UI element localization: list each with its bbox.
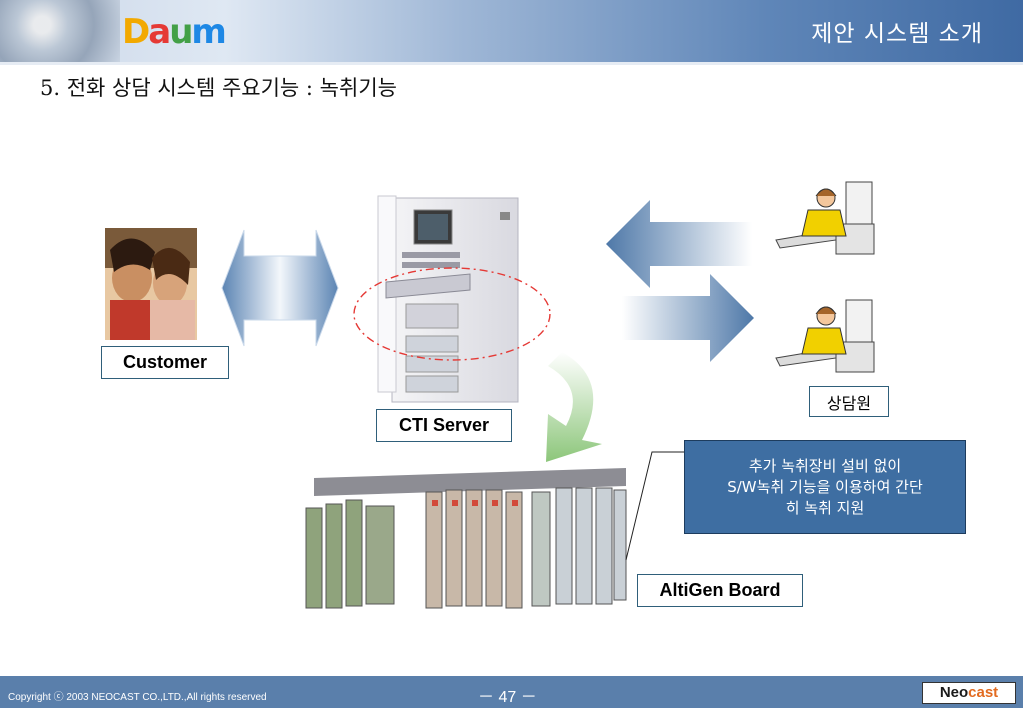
agent-illustration-2 [775,299,875,373]
header-title: 제안 시스템 소개 [811,21,983,47]
header-photo [0,0,120,62]
agent-illustration-1 [775,181,875,255]
customer-server-arrow [221,229,339,347]
agent-to-server-arrow [606,200,752,288]
server-to-board-arrow [546,352,602,462]
customer-label: Customer [101,346,229,379]
page-subtitle: 5. 전화 상담 시스템 주요기능 : 녹취기능 [40,76,397,100]
server-to-agent-arrow [622,274,754,362]
footer-copyright: Copyright ⓒ 2003 NEOCAST CO.,LTD.,All ri… [8,692,267,703]
customer-photo [105,228,197,340]
neocast-logo: Neocast [922,682,1016,704]
callout-line-1: 추가 녹취장비 설비 없이 [748,456,902,475]
header-divider [0,62,1023,65]
recording-highlight-ellipse [353,267,551,361]
cti-server-rack [377,195,519,403]
callout-line-3: 히 녹취 지원 [785,498,865,517]
callout-leader-line [625,451,684,561]
footer-bar: Copyright ⓒ 2003 NEOCAST CO.,LTD.,All ri… [0,676,1023,708]
cti-server-label: CTI Server [376,409,512,442]
callout-line-2: S/W녹취 기능을 이용하여 간단 [727,477,923,496]
page-number: － 47 － [478,689,537,706]
altigen-board-cards [305,468,627,609]
agent-label: 상담원 [809,386,889,417]
header-banner: Daum 제안 시스템 소개 [0,0,1023,62]
altigen-board-label: AltiGen Board [637,574,803,607]
daum-logo: Daum [122,12,227,52]
recording-callout: 추가 녹취장비 설비 없이 S/W녹취 기능을 이용하여 간단 히 녹취 지원 [684,440,966,534]
